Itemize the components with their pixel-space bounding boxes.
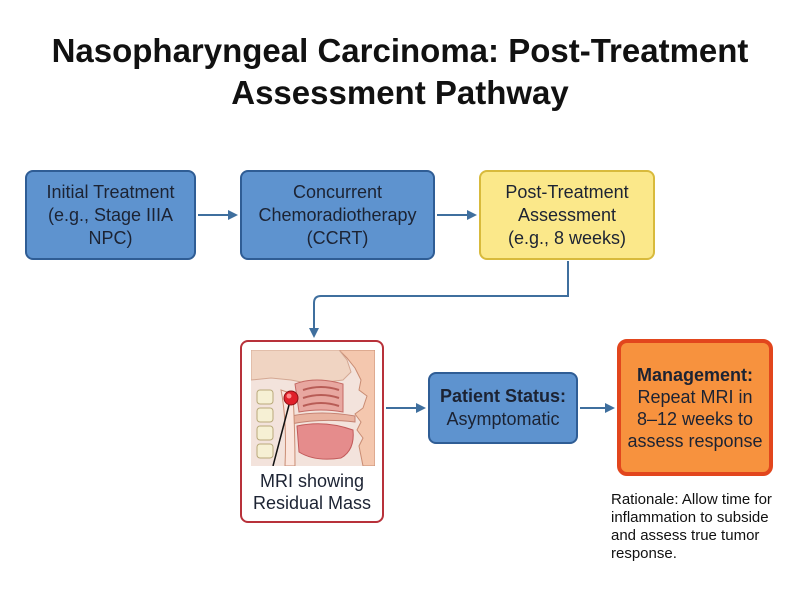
title-line-2: Assessment Pathway (231, 74, 569, 111)
rationale-line: Rationale: Allow time for (611, 491, 772, 508)
node-post-treatment-assessment: Post-Treatment Assessment (e.g., 8 weeks… (479, 170, 655, 260)
management-heading: Management: (636, 364, 753, 385)
rationale-line: inflammation to subside (611, 509, 769, 526)
node-ccrt: Concurrent Chemoradiotherapy (CCRT) (240, 170, 435, 260)
rationale-note: Rationale: Allow time for inflammation t… (611, 491, 796, 563)
node-text: Initial Treatment (46, 181, 175, 202)
page-title: Nasopharyngeal Carcinoma: Post-Treatment… (0, 30, 800, 114)
sagittal-head-anatomy-icon (251, 350, 375, 466)
title-line-1: Nasopharyngeal Carcinoma: Post-Treatment (51, 32, 749, 69)
mri-caption-line: Residual Mass (252, 493, 372, 513)
management-text: Repeat MRI in (637, 386, 753, 407)
rationale-line: response. (611, 545, 677, 562)
node-text: Concurrent (292, 181, 383, 202)
arrow-post-to-mri (309, 261, 569, 338)
node-initial-treatment: Initial Treatment (e.g., Stage IIIA NPC) (25, 170, 196, 260)
node-text: (e.g., Stage IIIA (47, 204, 174, 225)
management-text: assess response (627, 430, 763, 451)
node-mri-residual-mass: MRI showing Residual Mass (240, 340, 384, 523)
node-text: NPC) (88, 227, 133, 248)
mri-caption: MRI showing Residual Mass (242, 470, 382, 514)
node-management: Management: Repeat MRI in 8–12 weeks to … (617, 339, 773, 476)
patient-status-value: Asymptomatic (446, 409, 560, 429)
node-text: (CCRT) (306, 227, 369, 248)
node-text: Chemoradiotherapy (258, 204, 417, 225)
node-patient-status: Patient Status: Asymptomatic (428, 372, 578, 444)
rationale-line: and assess true tumor (611, 527, 760, 544)
management-text: 8–12 weeks to (636, 408, 754, 429)
patient-status-heading: Patient Status: (439, 386, 567, 406)
node-text: (e.g., 8 weeks) (507, 227, 627, 248)
mri-caption-line: MRI showing (259, 471, 365, 491)
node-text: Post-Treatment (505, 181, 629, 202)
node-text: Assessment (517, 204, 617, 225)
